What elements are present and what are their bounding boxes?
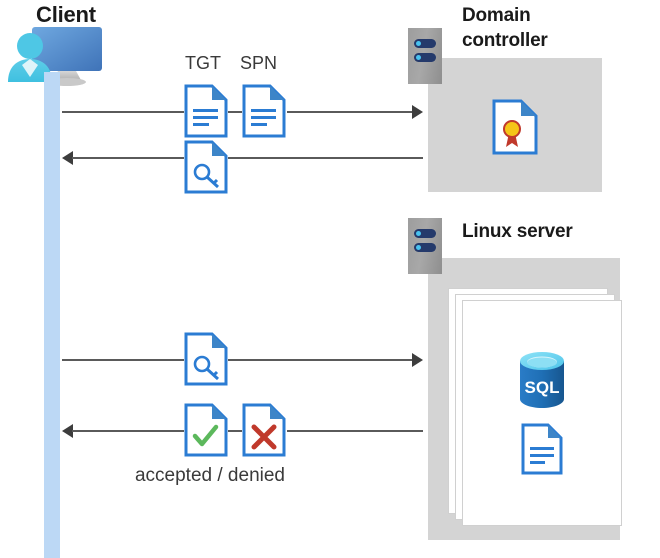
flow-dc-to-client-arrowhead: [62, 151, 73, 165]
domain-controller-title: Domain controller: [462, 5, 548, 51]
tgt-label: TGT: [185, 53, 221, 73]
flow-dc-to-client-line-left: [72, 157, 184, 159]
container-card-front: Container S: [462, 300, 622, 526]
flow-linux-to-client-line-left: [72, 430, 184, 432]
flow-linux-to-client-arrowhead: [62, 424, 73, 438]
domain-controller-server-rack-icon: [408, 28, 442, 84]
denied-document-icon: [242, 403, 286, 457]
flow-client-to-linux-line-right: [228, 359, 413, 361]
spn-label: SPN: [240, 53, 278, 73]
flow-linux-to-client-line-mid: [228, 430, 242, 432]
client-title: Client: [36, 2, 96, 27]
certificate-document-icon: [492, 99, 538, 160]
svg-text:SQL: SQL: [525, 378, 560, 397]
client-lifeline: [44, 72, 60, 558]
flow-client-to-dc-line-mid: [228, 111, 242, 113]
flow-client-to-dc-arrowhead: [412, 105, 423, 119]
sql-database-icon: SQL: [512, 349, 572, 416]
flow-linux-to-client-line-right: [287, 430, 423, 432]
linux-server-rack-icon: [408, 218, 442, 274]
request-key-document-icon: [184, 332, 228, 386]
flow-client-to-dc-line-left: [62, 111, 184, 113]
linux-server-title: Linux server: [462, 221, 573, 242]
accepted-document-icon: [184, 403, 228, 457]
flow-client-to-dc-line-right: [287, 111, 413, 113]
ticket-key-document-icon: [184, 140, 228, 194]
accepted-denied-label: accepted / denied: [134, 465, 285, 486]
keytab-document-icon: [521, 423, 563, 480]
spn-document-icon: [242, 84, 286, 138]
flow-dc-to-client-line-right: [228, 157, 423, 159]
tgt-document-icon: [184, 84, 228, 138]
flow-client-to-linux-arrowhead: [412, 353, 423, 367]
flow-client-to-linux-line-left: [62, 359, 184, 361]
